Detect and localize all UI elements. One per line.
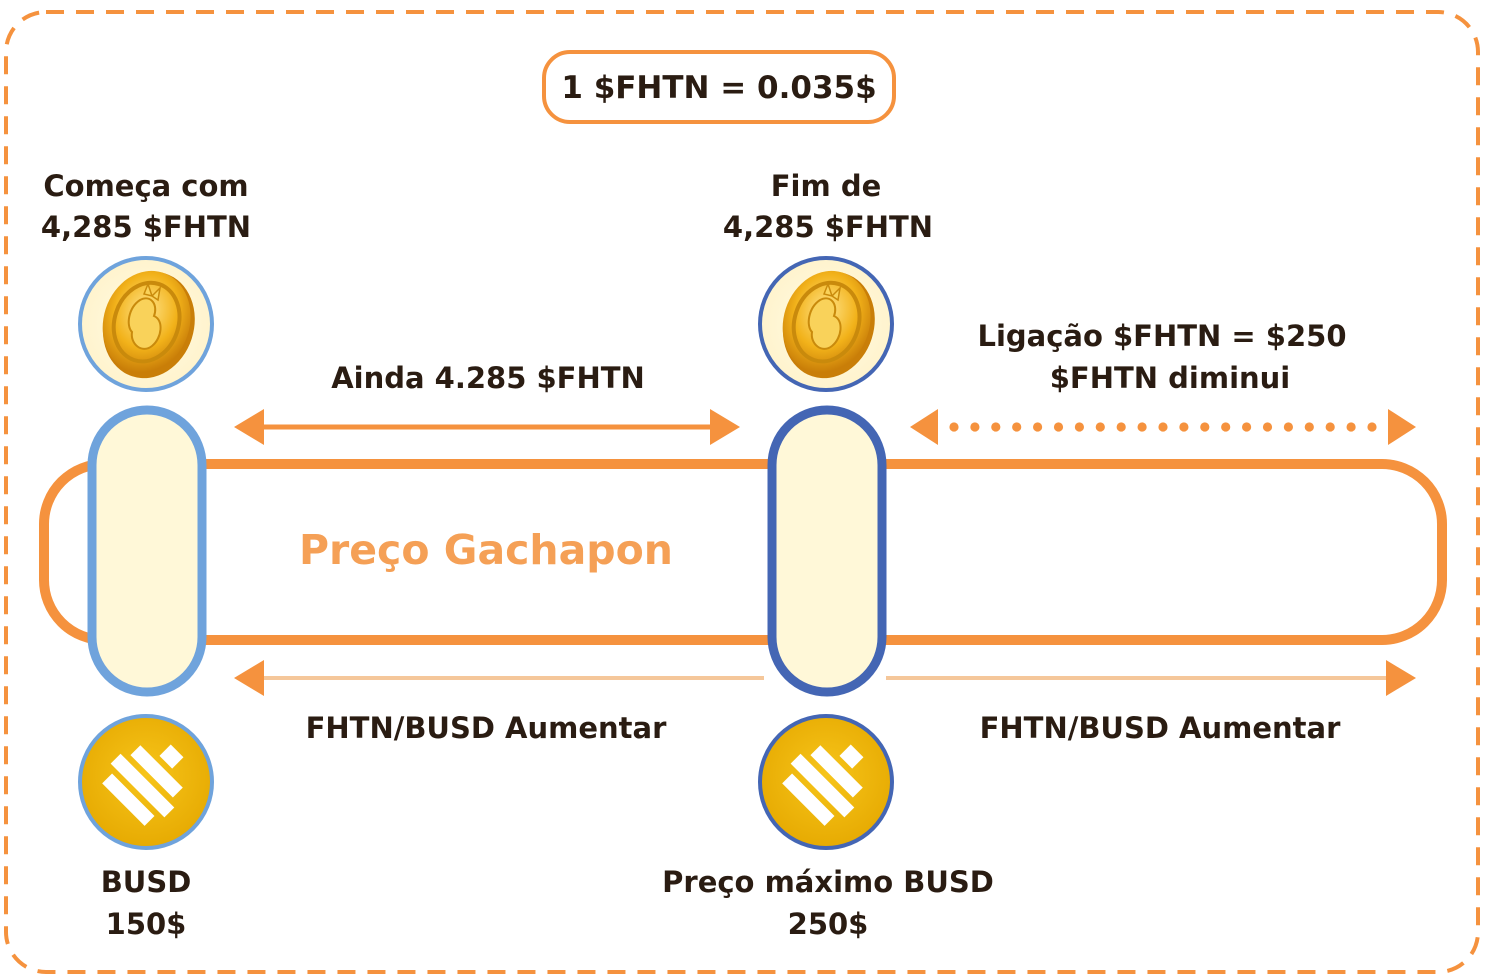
- left-bottom-label-line2: 150$: [106, 907, 187, 941]
- arrow-dot: [1221, 422, 1231, 432]
- dashed-frame: [4, 10, 1480, 974]
- arrow-bottom-left: [234, 660, 764, 696]
- arrow-dot: [991, 422, 1001, 432]
- mid-top-label-line1: Fim de: [771, 169, 882, 203]
- arrow-dot: [1074, 422, 1084, 432]
- bottom-right-arrow-label: FHTN/BUSD Aumentar: [980, 711, 1341, 745]
- double-arrow-top: [234, 409, 740, 445]
- arrow-dot: [1116, 422, 1126, 432]
- mid-bottom-label-line2: 250$: [788, 907, 869, 941]
- bottom-left-arrow-label: FHTN/BUSD Aumentar: [306, 711, 667, 745]
- arrow-dot: [1053, 422, 1064, 432]
- left-bottom-label-line1: BUSD: [101, 865, 192, 899]
- arrow-bottom-right: [886, 660, 1416, 696]
- mid-pill: [767, 405, 887, 697]
- arrow-dot: [1325, 422, 1335, 432]
- bar-title: Preço Gachapon: [299, 526, 673, 574]
- arrow-dot: [1283, 422, 1293, 432]
- right-top-label-line2: $FHTN diminui: [1050, 361, 1291, 395]
- dotted-double-arrow: [910, 409, 1416, 445]
- rate-text: 1 $FHTN = 0.035$: [561, 70, 876, 106]
- arrow-dot: [1262, 422, 1273, 432]
- mid-bottom-label-line1: Preço máximo BUSD: [662, 865, 994, 899]
- left-top-label-line1: Começa com: [43, 169, 248, 203]
- arrow-dot: [1179, 422, 1189, 432]
- arrow-dot: [1304, 422, 1314, 432]
- fhtn-coin-icon: [758, 256, 894, 392]
- arrow-dot: [1367, 422, 1377, 432]
- middle-arrow-label: Ainda 4.285 $FHTN: [331, 361, 645, 395]
- arrow-dot: [970, 422, 980, 432]
- arrow-dot: [1012, 422, 1022, 432]
- arrow-dot: [1095, 422, 1105, 432]
- arrow-dot: [1033, 422, 1043, 432]
- mid-top-label-line2: 4,285 $FHTN: [723, 210, 933, 244]
- arrow-dot: [949, 422, 959, 432]
- busd-coin-icon: [78, 714, 214, 850]
- arrow-dot: [1242, 422, 1252, 432]
- left-pill: [87, 405, 207, 697]
- arrow-dot: [1137, 422, 1147, 432]
- busd-coin-icon: [758, 714, 894, 850]
- left-top-label-line2: 4,285 $FHTN: [41, 210, 251, 244]
- arrow-dot: [1346, 422, 1356, 432]
- right-top-label-line1: Ligação $FHTN = $250: [977, 319, 1346, 353]
- fhtn-coin-icon: [78, 256, 214, 392]
- rate-box: [542, 50, 896, 124]
- price-bar: [39, 459, 1447, 645]
- arrow-dot: [1158, 422, 1168, 432]
- arrow-dot: [1200, 422, 1210, 432]
